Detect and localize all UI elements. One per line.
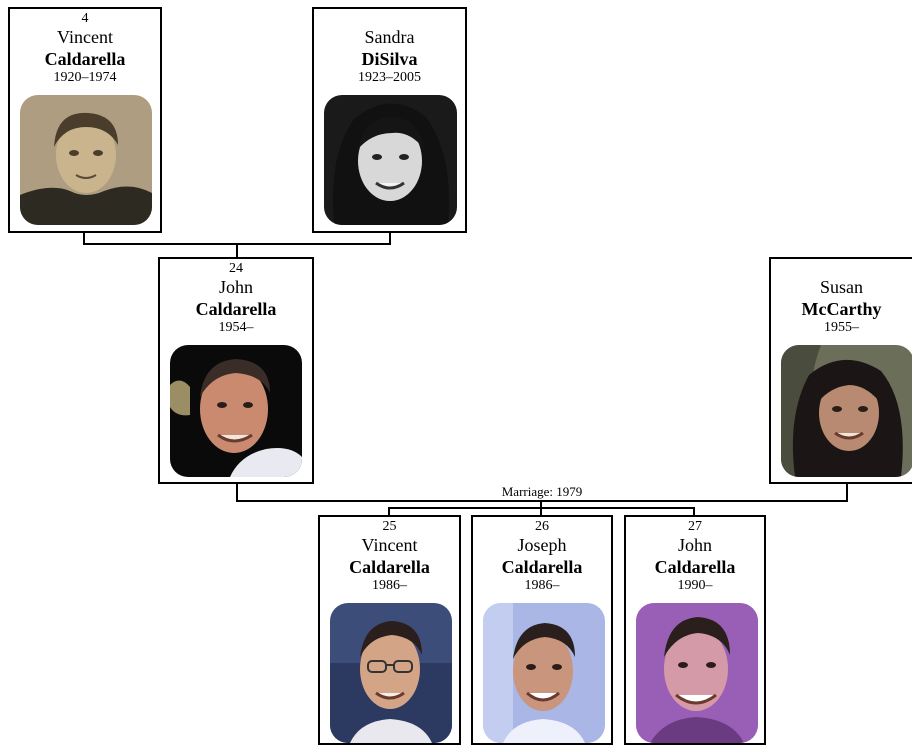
person-card-john-caldarella-1954[interactable]: 24 John Caldarella 1954–	[158, 257, 314, 484]
life-years: 1986–	[372, 578, 407, 593]
person-card-susan-mccarthy[interactable]: Susan McCarthy 1955–	[769, 257, 912, 484]
life-years: 1955–	[824, 320, 859, 335]
life-years: 1923–2005	[358, 70, 421, 85]
portrait-photo	[170, 345, 302, 477]
life-years: 1920–1974	[53, 70, 117, 85]
given-name: Joseph	[517, 535, 567, 555]
surname: Caldarella	[501, 557, 583, 577]
surname: Caldarella	[654, 557, 736, 577]
person-number: 26	[535, 519, 549, 534]
person-number: 25	[382, 519, 397, 534]
person-card-john-caldarella-1990[interactable]: 27 John Caldarella 1990–	[624, 515, 766, 745]
surname: McCarthy	[801, 299, 882, 319]
children-connector	[388, 501, 695, 515]
surname: DiSilva	[361, 49, 418, 69]
portrait-photo	[324, 95, 457, 225]
person-number: 27	[688, 519, 702, 534]
surname: Caldarella	[349, 557, 430, 577]
parents-connector-1	[83, 233, 391, 245]
given-name: John	[677, 535, 712, 555]
life-years: 1986–	[524, 578, 560, 593]
person-number	[771, 261, 912, 276]
given-name: Vincent	[57, 27, 113, 47]
portrait-photo	[483, 603, 605, 743]
given-name: John	[218, 277, 253, 297]
life-years: 1990–	[677, 578, 713, 593]
given-name: Sandra	[364, 27, 415, 47]
person-card-sandra-disilva[interactable]: Sandra DiSilva 1923–2005	[312, 7, 467, 233]
given-name: Susan	[819, 277, 863, 297]
portrait-photo	[330, 603, 452, 743]
marriage-label: Marriage: 1979	[501, 484, 583, 499]
given-name: Vincent	[361, 535, 418, 555]
surname: Caldarella	[44, 49, 126, 69]
person-number: 24	[229, 261, 243, 276]
person-number: 4	[81, 11, 89, 26]
person-card-vincent-caldarella-1920[interactable]: 4 Vincent Caldarella 1920–1974	[8, 7, 162, 233]
person-card-joseph-caldarella[interactable]: 26 Joseph Caldarella 1986–	[471, 515, 613, 745]
portrait-photo	[20, 95, 152, 225]
life-years: 1954–	[218, 320, 254, 335]
portrait-photo	[636, 603, 758, 743]
surname: Caldarella	[195, 299, 277, 319]
person-number	[314, 11, 465, 26]
portrait-photo	[781, 345, 912, 477]
person-card-vincent-caldarella-1986[interactable]: 25 Vincent Caldarella 1986–	[318, 515, 461, 745]
